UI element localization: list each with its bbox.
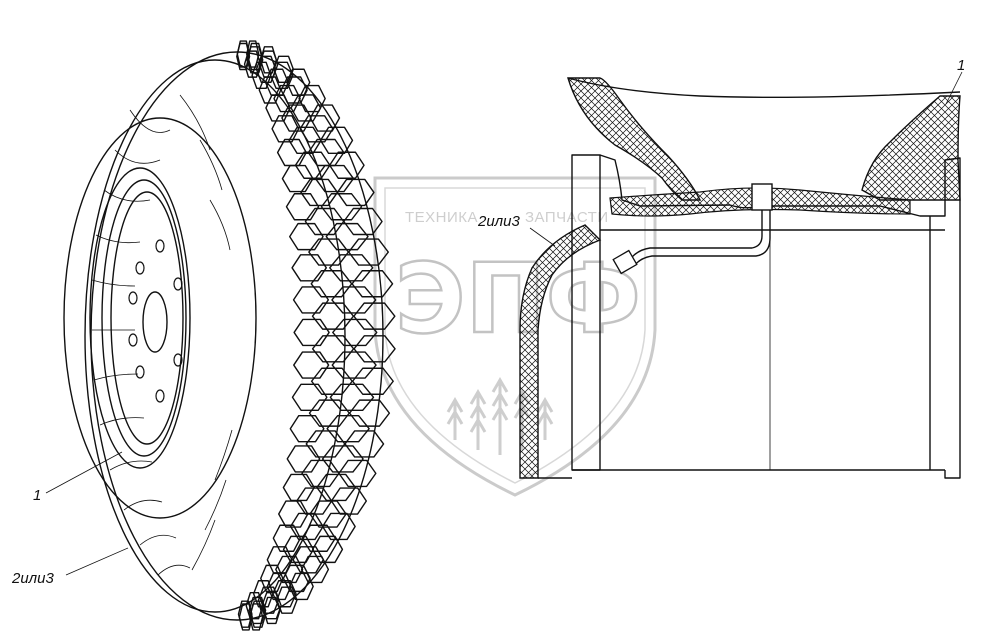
tread-block xyxy=(304,207,345,236)
tire-wheel-view: 1 2или3 xyxy=(11,40,396,631)
tread-block xyxy=(238,603,253,631)
tread-block xyxy=(328,151,365,179)
tread-block xyxy=(246,46,264,74)
tread-block xyxy=(294,151,331,179)
tread-block xyxy=(308,399,350,427)
tread-block xyxy=(237,600,253,628)
tread-block xyxy=(288,572,314,601)
tread-block xyxy=(289,222,324,251)
tread-block xyxy=(351,367,394,395)
tread-block xyxy=(336,178,375,207)
tread-block xyxy=(271,115,300,143)
tread-block xyxy=(325,222,369,251)
tread-block xyxy=(285,193,320,221)
tire-section-left xyxy=(567,77,702,201)
tread-block xyxy=(289,512,324,541)
tread-block xyxy=(314,164,355,193)
tread-block xyxy=(338,459,377,488)
tread-block xyxy=(276,138,307,167)
tread-block xyxy=(278,500,309,528)
tread-block xyxy=(265,94,291,122)
tread-block xyxy=(248,596,267,625)
tread-block xyxy=(332,318,378,347)
tread-block xyxy=(293,351,330,379)
tread-block xyxy=(266,572,292,601)
watermark-shield xyxy=(373,176,657,497)
tread-block xyxy=(308,238,350,266)
tread-block xyxy=(348,399,391,427)
valve xyxy=(612,183,773,275)
tire-section-right xyxy=(861,95,961,201)
tread-block xyxy=(300,178,339,207)
tread-block xyxy=(321,512,356,541)
tread-block xyxy=(251,61,272,90)
tread-block xyxy=(272,580,297,608)
tread-block xyxy=(309,500,347,528)
watermark-text-right: ЗАПЧАСТИ xyxy=(525,209,609,226)
tread-block xyxy=(252,580,274,608)
tread-block xyxy=(289,415,325,443)
tread-block xyxy=(319,126,354,155)
tread-block xyxy=(286,68,311,96)
tread-block xyxy=(249,600,267,628)
tread-block xyxy=(344,430,385,458)
wheel-disc-section xyxy=(519,224,602,479)
tread-block xyxy=(293,318,330,347)
callout-1-left: 1 xyxy=(33,487,41,504)
tread-block xyxy=(343,207,383,236)
tread-block xyxy=(310,270,353,298)
tread-block xyxy=(311,335,355,363)
tread-block xyxy=(276,586,298,614)
tread-block xyxy=(291,254,327,282)
tread-block xyxy=(307,138,345,167)
tread-block xyxy=(320,193,363,221)
tread-block xyxy=(301,459,340,488)
tread-block xyxy=(348,238,389,266)
tread-block xyxy=(326,415,370,443)
tread-block xyxy=(329,254,374,282)
watermark: ТЕХНИКА ЗАПЧАСТИ ЭПФ xyxy=(373,176,657,497)
tread-block xyxy=(331,286,377,314)
tread-block xyxy=(311,535,344,564)
tread-block xyxy=(331,351,377,379)
tread-block xyxy=(272,524,302,552)
tread-block xyxy=(292,286,330,314)
tread-block xyxy=(305,430,346,458)
watermark-text-left: ТЕХНИКА xyxy=(405,209,478,226)
watermark-logo: ЭПФ xyxy=(395,243,641,355)
tread-block xyxy=(353,335,396,363)
tread-block xyxy=(275,555,304,584)
tread-block xyxy=(269,61,294,90)
callout-1-section: 1 xyxy=(957,57,965,74)
bolt-holes xyxy=(128,239,183,403)
tread-block xyxy=(281,164,314,193)
tread-block xyxy=(311,302,355,330)
tread-block xyxy=(258,76,282,104)
callout-2or3-section: 2или3 xyxy=(477,213,520,230)
tread-block xyxy=(299,115,334,143)
tread-block xyxy=(266,546,293,574)
tread-block xyxy=(257,586,280,614)
tread-block xyxy=(353,302,396,330)
rim-cross-section: 1 2или3 xyxy=(477,57,965,479)
tread-block xyxy=(351,270,394,298)
tread-block xyxy=(243,50,262,78)
tread-block xyxy=(310,367,353,395)
tread-pattern xyxy=(236,40,396,631)
tread-block xyxy=(260,564,284,593)
tread-block xyxy=(291,383,328,411)
tread-block xyxy=(329,383,375,411)
tread-block xyxy=(286,445,321,473)
wheel-rim xyxy=(89,167,191,469)
callout-2or3-left: 2или3 xyxy=(11,570,54,587)
tread-block xyxy=(301,524,337,552)
sidewall-ribs xyxy=(91,94,233,576)
tread-block xyxy=(309,104,341,132)
tread-block xyxy=(321,445,364,473)
tread-block xyxy=(236,42,251,71)
tread-block xyxy=(261,592,282,620)
tread-block xyxy=(273,84,301,113)
